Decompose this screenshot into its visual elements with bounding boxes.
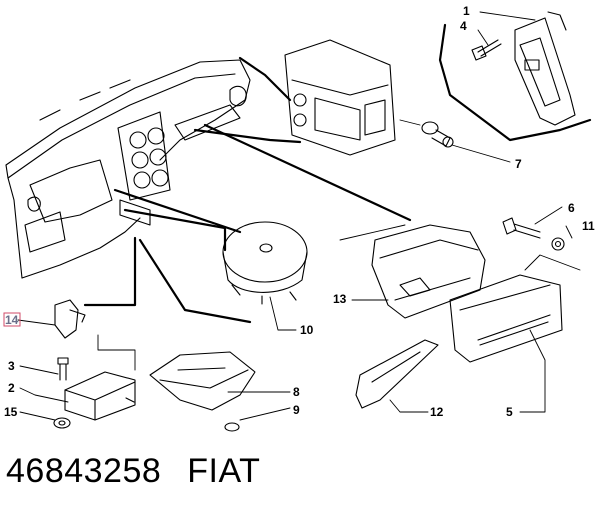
dashboard-drawing — [5, 59, 251, 279]
control-box-drawing — [64, 371, 136, 421]
thin-guide-lines — [97, 119, 581, 371]
sensor-drawing — [421, 121, 454, 148]
callout-leaders — [17, 11, 573, 421]
callout-12: 12 — [430, 405, 444, 419]
brand-name: FIAT — [187, 452, 261, 490]
callout-2: 2 — [8, 381, 15, 395]
crash-sensor-drawing — [54, 299, 86, 339]
glovebox-lid-drawing — [355, 339, 439, 409]
side-bolt-drawing — [502, 217, 565, 251]
callout-15: 15 — [4, 405, 18, 419]
nut-drawing — [53, 417, 71, 429]
clip-drawing — [224, 422, 240, 432]
driver-airbag-drawing — [222, 221, 308, 305]
part-number-footer: 46843258 FIAT — [6, 452, 260, 491]
callout-8: 8 — [293, 385, 300, 399]
callout-10: 10 — [300, 323, 314, 337]
glovebox-housing-drawing — [371, 224, 486, 319]
control-unit-drawing — [514, 11, 576, 126]
callout-6: 6 — [568, 201, 575, 215]
callout-11: 11 — [582, 219, 595, 233]
connection-lines — [83, 23, 592, 324]
knee-airbag-drawing — [149, 351, 256, 411]
screw-drawing — [57, 357, 69, 381]
callout-1: 1 — [463, 4, 470, 18]
callout-3: 3 — [8, 359, 15, 373]
callout-5: 5 — [506, 405, 513, 419]
callout-9: 9 — [293, 403, 300, 417]
center-console-drawing — [284, 39, 396, 156]
part-number: 46843258 — [6, 452, 162, 490]
callout-7: 7 — [515, 157, 522, 171]
bolt-drawing — [471, 39, 502, 61]
callout-14: 14 — [5, 313, 19, 327]
passenger-airbag-drawing — [449, 274, 563, 363]
callout-14-box: 14 — [3, 312, 21, 327]
callout-13: 13 — [333, 292, 347, 306]
callout-4: 4 — [460, 19, 467, 33]
